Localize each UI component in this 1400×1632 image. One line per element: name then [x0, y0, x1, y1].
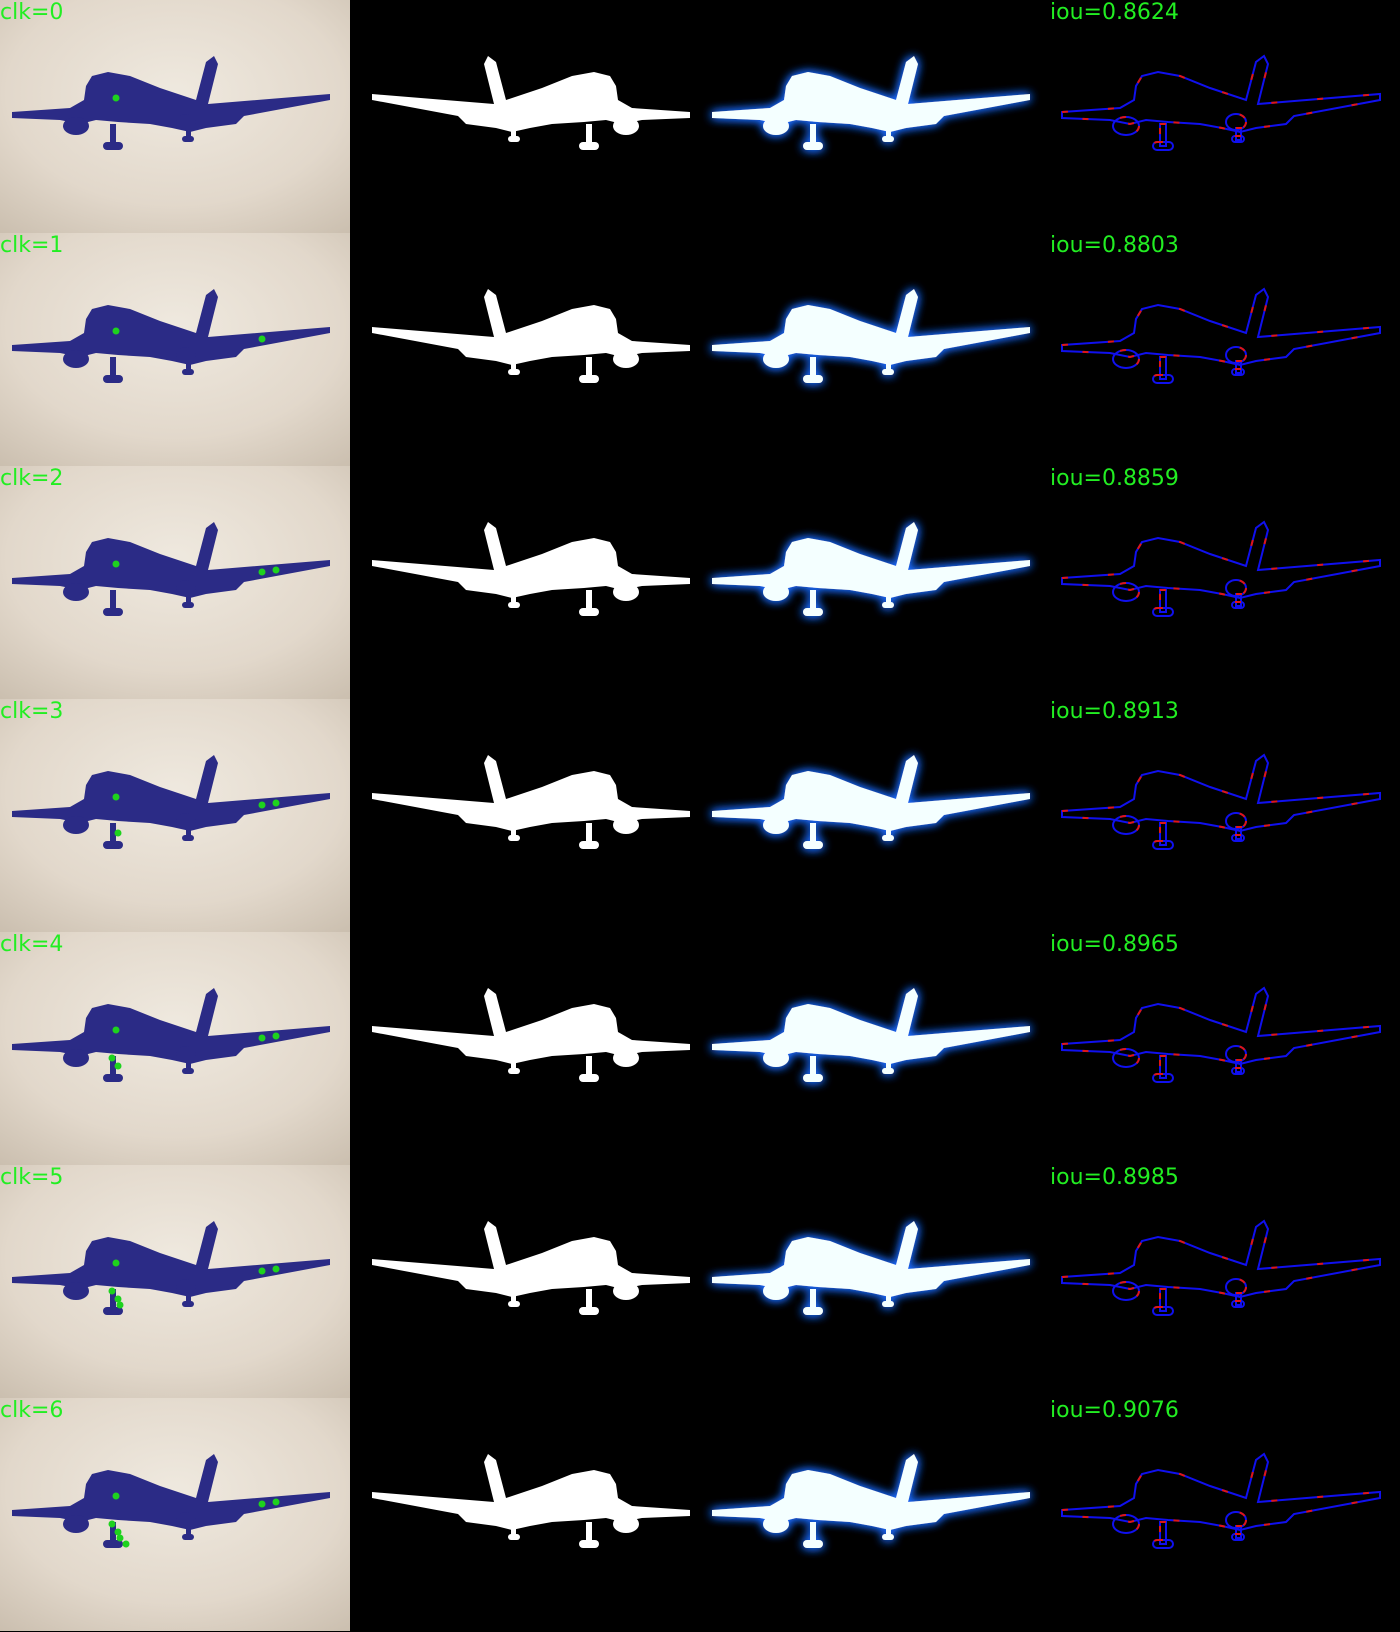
error-map-panel	[1050, 699, 1400, 932]
ground-truth-mask-panel	[350, 466, 700, 699]
click-point-marker	[272, 799, 280, 807]
click-count-label: clk=4	[0, 932, 64, 957]
probability-map-panel	[700, 233, 1050, 466]
ground-truth-mask-panel	[350, 932, 700, 1165]
click-point-marker	[116, 1301, 124, 1309]
iou-score-label: iou=0.8965	[1050, 932, 1179, 957]
input-image-panel	[0, 0, 350, 233]
iou-score-label: iou=0.8624	[1050, 0, 1179, 25]
result-row: clk=1 iou=0.8803	[0, 233, 1400, 466]
click-point-marker	[112, 560, 120, 568]
ground-truth-mask-panel	[350, 0, 700, 233]
click-point-marker	[258, 801, 266, 809]
ground-truth-mask-panel	[350, 233, 700, 466]
click-point-marker	[112, 793, 120, 801]
click-count-label: clk=2	[0, 466, 64, 491]
click-point-marker	[258, 335, 266, 343]
click-count-label: clk=0	[0, 0, 64, 25]
click-point-marker	[258, 1500, 266, 1508]
error-map-panel	[1050, 233, 1400, 466]
click-count-label: clk=6	[0, 1398, 64, 1423]
input-image-panel	[0, 699, 350, 932]
click-point-marker	[108, 1054, 116, 1062]
iou-score-label: iou=0.8859	[1050, 466, 1179, 491]
click-point-marker	[112, 1259, 120, 1267]
result-row: clk=5 iou=0.8985	[0, 1165, 1400, 1398]
click-point-marker	[258, 568, 266, 576]
click-point-marker	[272, 1265, 280, 1273]
click-point-marker	[108, 1520, 116, 1528]
result-row: clk=0 iou=0.8624	[0, 0, 1400, 233]
click-count-label: clk=5	[0, 1165, 64, 1190]
result-row: clk=6 iou=0.9076	[0, 1398, 1400, 1631]
click-point-marker	[112, 1026, 120, 1034]
click-point-marker	[114, 1062, 122, 1070]
click-point-marker	[112, 1492, 120, 1500]
click-point-marker	[258, 1034, 266, 1042]
ground-truth-mask-panel	[350, 1398, 700, 1631]
input-image-panel	[0, 932, 350, 1165]
error-map-panel	[1050, 1398, 1400, 1631]
click-count-label: clk=1	[0, 233, 64, 258]
iou-score-label: iou=0.8985	[1050, 1165, 1179, 1190]
error-map-panel	[1050, 1165, 1400, 1398]
click-point-marker	[272, 1032, 280, 1040]
result-row: clk=3 iou=0.8913	[0, 699, 1400, 932]
input-image-panel	[0, 1165, 350, 1398]
input-image-panel	[0, 466, 350, 699]
probability-map-panel	[700, 0, 1050, 233]
error-map-panel	[1050, 0, 1400, 233]
input-image-panel	[0, 1398, 350, 1631]
click-point-marker	[272, 1498, 280, 1506]
probability-map-panel	[700, 699, 1050, 932]
click-point-marker	[258, 1267, 266, 1275]
click-point-marker	[114, 1528, 122, 1536]
result-row: clk=4 iou=0.8965	[0, 932, 1400, 1165]
probability-map-panel	[700, 932, 1050, 1165]
probability-map-panel	[700, 466, 1050, 699]
click-point-marker	[108, 1287, 116, 1295]
ground-truth-mask-panel	[350, 699, 700, 932]
click-point-marker	[112, 94, 120, 102]
click-point-marker	[116, 1534, 124, 1542]
click-point-marker	[122, 1540, 130, 1548]
click-count-label: clk=3	[0, 699, 64, 724]
click-point-marker	[272, 566, 280, 574]
iou-score-label: iou=0.8803	[1050, 233, 1179, 258]
iou-score-label: iou=0.9076	[1050, 1398, 1179, 1423]
probability-map-panel	[700, 1165, 1050, 1398]
error-map-panel	[1050, 466, 1400, 699]
probability-map-panel	[700, 1398, 1050, 1631]
ground-truth-mask-panel	[350, 1165, 700, 1398]
click-point-marker	[114, 1295, 122, 1303]
click-point-marker	[112, 327, 120, 335]
input-image-panel	[0, 233, 350, 466]
result-row: clk=2 iou=0.8859	[0, 466, 1400, 699]
click-point-marker	[114, 829, 122, 837]
error-map-panel	[1050, 932, 1400, 1165]
iou-score-label: iou=0.8913	[1050, 699, 1179, 724]
